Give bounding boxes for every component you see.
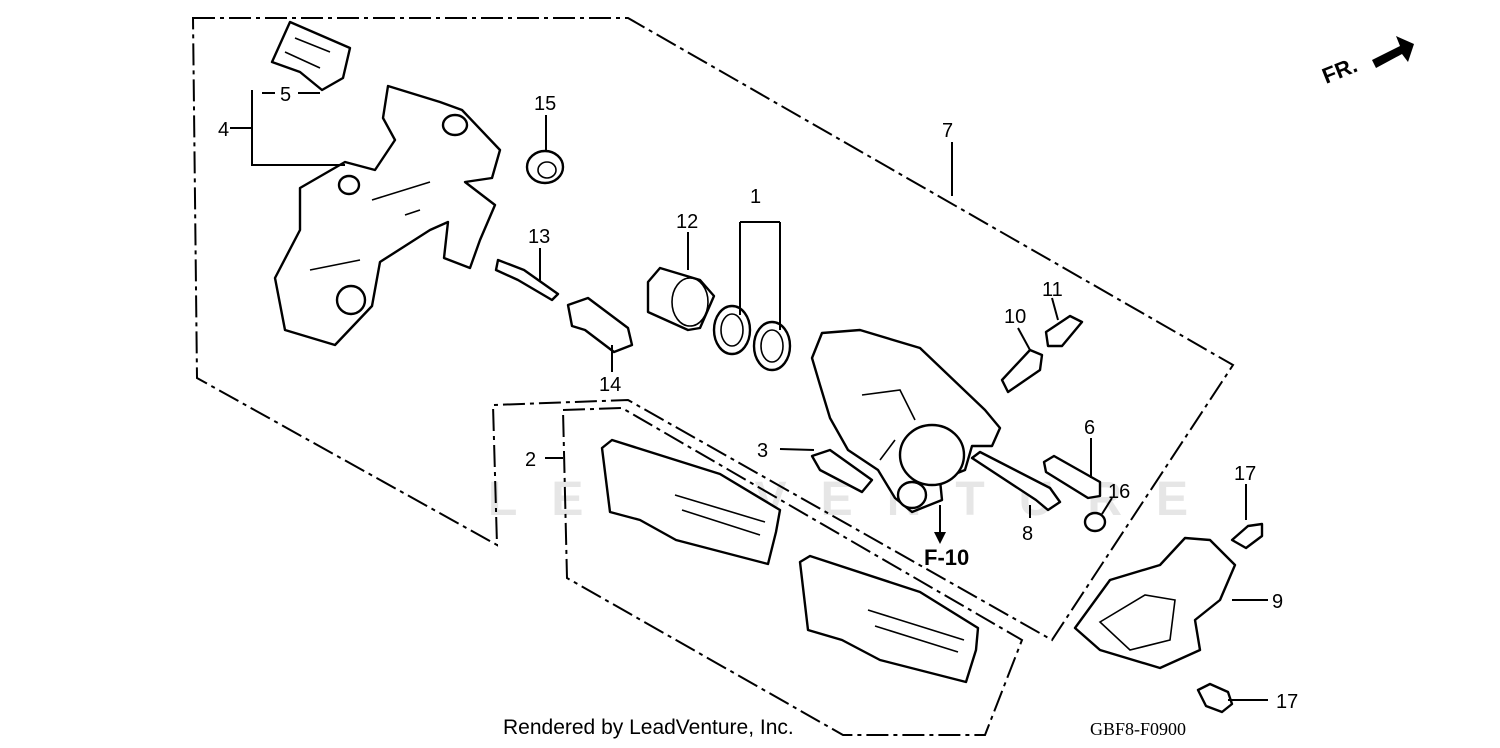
- piston: [646, 266, 716, 332]
- piston-seal: [712, 304, 752, 356]
- guide-pin: [1042, 454, 1102, 500]
- brake-pad-front: [600, 438, 782, 566]
- callout-9: 9: [1272, 591, 1283, 613]
- callout-7: 7: [942, 120, 953, 142]
- footer-credit: Rendered by LeadVenture, Inc.: [503, 716, 794, 739]
- bleeder-valve: [1000, 348, 1044, 394]
- callout-6: 6: [1084, 417, 1095, 439]
- brake-pad-rear: [798, 554, 980, 684]
- guard-bolt-lower: [1196, 682, 1234, 714]
- callout-3: 3: [757, 440, 768, 462]
- guard-bolt-upper: [1230, 522, 1264, 550]
- callout-10: 10: [1004, 306, 1026, 328]
- callout-4: 4: [218, 119, 229, 141]
- assembly-outline-7: [191, 17, 1235, 642]
- callout-12: 12: [676, 211, 698, 233]
- callout-8: 8: [1022, 523, 1033, 545]
- pad-spring: [270, 20, 352, 92]
- pad-outline-2: [561, 406, 1024, 736]
- callout-17-lower: 17: [1276, 691, 1298, 713]
- callout-15: 15: [534, 93, 556, 115]
- caliper-pin-bolt: [970, 450, 1062, 512]
- reference-f10: F-10: [924, 545, 969, 570]
- bleeder-cap: [1044, 314, 1084, 348]
- callout-5: 5: [280, 84, 291, 106]
- caliper-guard: [1073, 536, 1237, 670]
- pad-pin: [810, 448, 874, 494]
- diagram-code: GBF8-F0900: [1090, 719, 1187, 739]
- caliper-bracket: [273, 84, 502, 347]
- pin-bolt: [494, 258, 560, 302]
- front-arrow-icon: [1372, 36, 1414, 68]
- callout-1: 1: [750, 186, 761, 208]
- callout-14: 14: [599, 374, 621, 396]
- dust-seal: [752, 320, 792, 372]
- callout-17-upper: 17: [1234, 463, 1256, 485]
- callout-16: 16: [1108, 481, 1130, 503]
- slide-pin: [566, 296, 634, 354]
- washer-16: [1083, 511, 1107, 533]
- callout-2: 2: [525, 449, 536, 471]
- direction-label: FR.: [1319, 52, 1361, 88]
- callout-11: 11: [1042, 279, 1063, 301]
- callout-13: 13: [528, 226, 550, 248]
